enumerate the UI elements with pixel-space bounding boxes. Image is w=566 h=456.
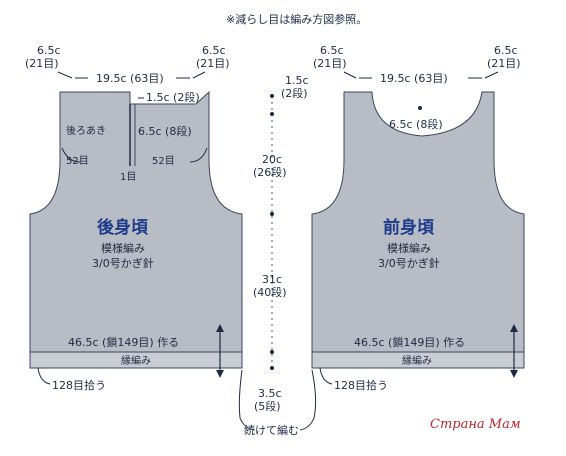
back-shoulder-left-stitches: (21目) [25,57,59,70]
scale-armhole-cm: 20c [262,153,282,166]
front-hook: 3/0号かぎ針 [378,256,440,270]
scale-top-cm: 1.5c [285,74,309,87]
center-scale [270,94,274,370]
continue-leader-right [299,369,317,431]
back-opening-depth: 6.5c (8段) [138,124,192,138]
back-shoulder-right-cm: 6.5c [202,44,226,57]
scale-body-cm: 31c [262,273,282,286]
front-panel [311,91,525,369]
scale-dot-3 [270,212,274,216]
back-side-left-leader [61,147,81,163]
front-shoulder-right-cm: 6.5c [494,44,518,57]
front-shoulder-left-stitches: (21目) [313,57,347,70]
scale-armhole-rows: (26段) [253,165,287,179]
scale-body-rows: (40段) [253,285,287,299]
back-pattern: 模様編み [101,241,145,255]
front-border-band [311,351,525,369]
scale-dot-5 [270,366,274,370]
front-neck-depth: 6.5c (8段) [389,117,443,131]
back-shoulder-right-leader [176,71,206,79]
back-shoulder-left-leader [57,71,88,79]
watermark-text: Страна Мам [430,417,521,432]
front-pattern: 模様編み [387,241,431,255]
back-panel [29,90,243,369]
back-neck-width: 19.5c (63目) [96,72,164,85]
front-title: 前身頃 [383,217,435,238]
back-shoulder-right-stitches: (21目) [196,57,230,70]
note-text: ※減らし目は編み方図参照。 [226,12,367,26]
scale-dot-1 [270,94,274,98]
back-neck-depth: 1.5c (2段) [146,90,200,104]
back-hook: 3/0号かぎ針 [92,256,154,270]
front-neck-dot [418,106,422,110]
front-foundation: 46.5c (鎖149目) 作る [354,335,465,349]
back-pickup-leader [37,367,51,385]
back-border-band [29,351,243,369]
back-center-stitch: 1目 [120,172,136,183]
front-pickup-leader [319,367,333,385]
back-side-right-leader [189,147,208,163]
scale-border-cm: 3.5c [258,387,282,400]
scale-border-rows: (5段) [254,399,281,413]
back-body-shape [29,90,243,353]
front-shoulder-right-leader [468,71,499,79]
front-shoulder-left-cm: 6.5c [320,44,344,57]
back-pickup: 128目拾う [52,378,106,392]
back-border-label: 縁編み [121,354,151,367]
back-foundation: 46.5c (鎖149目) 作る [68,335,179,349]
front-shoulder-left-leader [343,71,372,79]
back-shoulder-left-cm: 6.5c [37,44,61,57]
scale-top-rows: (2段) [281,86,308,100]
continue-label: 続けて編む [244,423,299,437]
scale-dot-2 [270,112,274,116]
front-neck-width: 19.5c (63目) [380,72,448,85]
front-pickup: 128目拾う [334,378,388,392]
continue-leader-left [238,369,255,431]
back-side-left-stitches: 52目 [66,156,89,167]
back-title: 後身頃 [97,217,149,238]
back-opening-label: 後ろあき [66,124,106,137]
front-body-shape [311,91,525,353]
back-side-right-stitches: 52目 [152,156,175,167]
front-shoulder-right-stitches: (21目) [487,57,521,70]
front-border-label: 縁編み [402,354,432,367]
scale-dot-4 [270,350,274,354]
